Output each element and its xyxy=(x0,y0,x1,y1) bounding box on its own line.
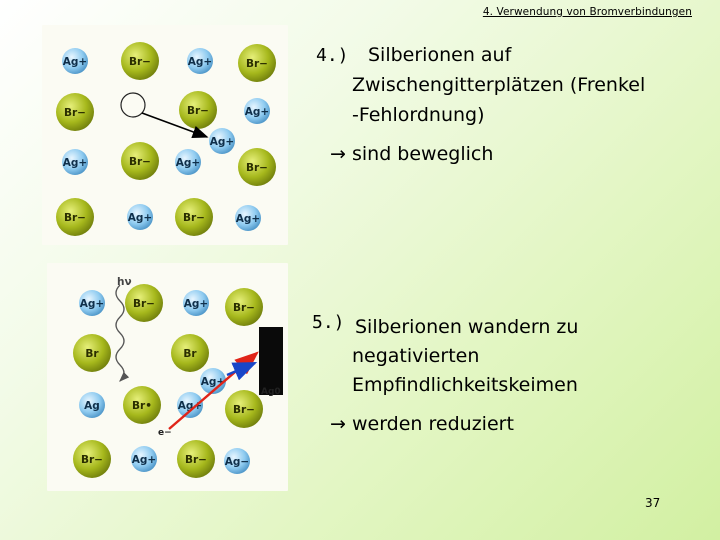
silver-ion: Ag+ xyxy=(79,290,105,316)
ion-label: Ag+ xyxy=(236,213,260,225)
ion-label: Br− xyxy=(246,162,268,174)
bromide-ion: Br− xyxy=(73,440,111,478)
ion-label: Br xyxy=(85,348,99,360)
ion-label: Ag+ xyxy=(188,56,212,68)
bromide-ion: Br xyxy=(171,334,209,372)
bromide-ion: Br− xyxy=(179,91,217,129)
ion-label: Br− xyxy=(64,212,86,224)
bromide-ion: Br− xyxy=(238,44,276,82)
silver-ion: Ag+ xyxy=(62,149,88,175)
vacancy xyxy=(120,92,146,118)
ion-label: Ag xyxy=(84,400,100,412)
sensitivity-speck xyxy=(259,327,283,395)
migration-arrow xyxy=(141,112,209,139)
ion-label: Br xyxy=(183,348,197,360)
bromide-ion: Br− xyxy=(56,198,94,236)
silver-ion: Ag+ xyxy=(131,446,157,472)
ion-label: Br− xyxy=(129,56,151,68)
ion-label: Ag+ xyxy=(132,454,156,466)
slide-header: 4. Verwendung von Bromverbindungen xyxy=(482,6,692,18)
ion-label: Br− xyxy=(133,298,155,310)
ion-label: Ag+ xyxy=(63,56,87,68)
ion-label: Ag+ xyxy=(63,157,87,169)
arrow-icon: → xyxy=(330,143,346,165)
section-4-result-text: sind beweglich xyxy=(351,143,494,165)
section-4-line-2: Zwischengitterplätzen (Frenkel xyxy=(352,74,646,96)
ion-label: Ag+ xyxy=(245,106,269,118)
bromide-ion: Br− xyxy=(225,288,263,326)
section-5-result: → werden reduziert xyxy=(330,409,514,439)
section-5-result-text: werden reduziert xyxy=(351,413,514,435)
silver-ion: Ag+ xyxy=(209,128,235,154)
silver-ion-arrow xyxy=(226,361,258,381)
lattice-svg-1: Ag+ Br− Ag+ Br− Br− Br− Ag+ Ag+ Br− Ag+ Br− Br− Ag+ B… xyxy=(56,42,276,236)
section-5-number: 5.) xyxy=(312,312,345,333)
bromide-ion: Br• xyxy=(123,386,161,424)
ion-label: Ag+ xyxy=(178,400,202,412)
section-4-number: 4.) xyxy=(316,45,349,66)
bromide-ion: Br− xyxy=(121,42,159,80)
silver-ion: Ag+ xyxy=(177,392,203,418)
hv-label: hν xyxy=(117,276,132,288)
ion-label: Br− xyxy=(233,302,255,314)
silver-ion: Ag+ xyxy=(183,290,209,316)
ion-label: Ag+ xyxy=(80,298,104,310)
section-5-line-3: Empfindlichkeitskeimen xyxy=(352,374,578,396)
silver-ion: Ag xyxy=(79,392,105,418)
silver-ion: Ag+ xyxy=(62,48,88,74)
bromide-ion: Br− xyxy=(175,198,213,236)
ion-label: Br− xyxy=(129,156,151,168)
section-4-line-1: Silberionen auf xyxy=(368,44,512,66)
ion-label: Br− xyxy=(183,212,205,224)
electron-label: e− xyxy=(158,428,172,438)
arrow-icon: → xyxy=(330,413,346,435)
frenkel-defect-diagram: Ag+ Br− Ag+ Br− Br− Br− Ag+ Ag+ Br− Ag+ Br− Br− Ag+ B… xyxy=(42,25,288,245)
silver-ion: Ag+ xyxy=(244,98,270,124)
ion-label: Br− xyxy=(233,404,255,416)
bromide-ion: Br− xyxy=(121,142,159,180)
ion-label: Ag+ xyxy=(176,157,200,169)
silver-ion: Ag− xyxy=(224,448,250,474)
ion-label: Br− xyxy=(246,58,268,70)
bromide-ion: Br− xyxy=(177,440,215,478)
bromide-ion: Br− xyxy=(238,148,276,186)
section-5-line-2: negativierten xyxy=(352,345,480,367)
ion-label: Br− xyxy=(64,107,86,119)
ag0-label: Ag0 xyxy=(261,387,281,397)
section-4-result: → sind beweglich xyxy=(330,139,493,169)
photon-wave xyxy=(115,284,130,382)
ion-label: Ag+ xyxy=(210,136,234,148)
ion-label: Br− xyxy=(185,454,207,466)
ion-label: Ag− xyxy=(225,456,249,468)
ion-label: Ag+ xyxy=(184,298,208,310)
silver-ion: Ag+ xyxy=(235,205,261,231)
ion-label: Br• xyxy=(132,400,152,412)
ion-label: Br− xyxy=(81,454,103,466)
section-4-line-3: -Fehlordnung) xyxy=(352,104,485,126)
ion-label: Ag+ xyxy=(128,212,152,224)
silver-ion: Ag+ xyxy=(127,204,153,230)
bromide-ion: Br xyxy=(73,334,111,372)
ion-label: Br− xyxy=(187,105,209,117)
bromide-ion: Br− xyxy=(225,390,263,428)
page-number: 37 xyxy=(645,496,661,510)
silver-ion: Ag+ xyxy=(187,48,213,74)
bromide-ion: Br− xyxy=(56,93,94,131)
bromide-ion: Br− xyxy=(125,284,163,322)
silver-ion: Ag+ xyxy=(175,149,201,175)
ion-label: Ag+ xyxy=(201,376,225,388)
section-5-line-1: Silberionen wandern zu xyxy=(355,316,579,338)
